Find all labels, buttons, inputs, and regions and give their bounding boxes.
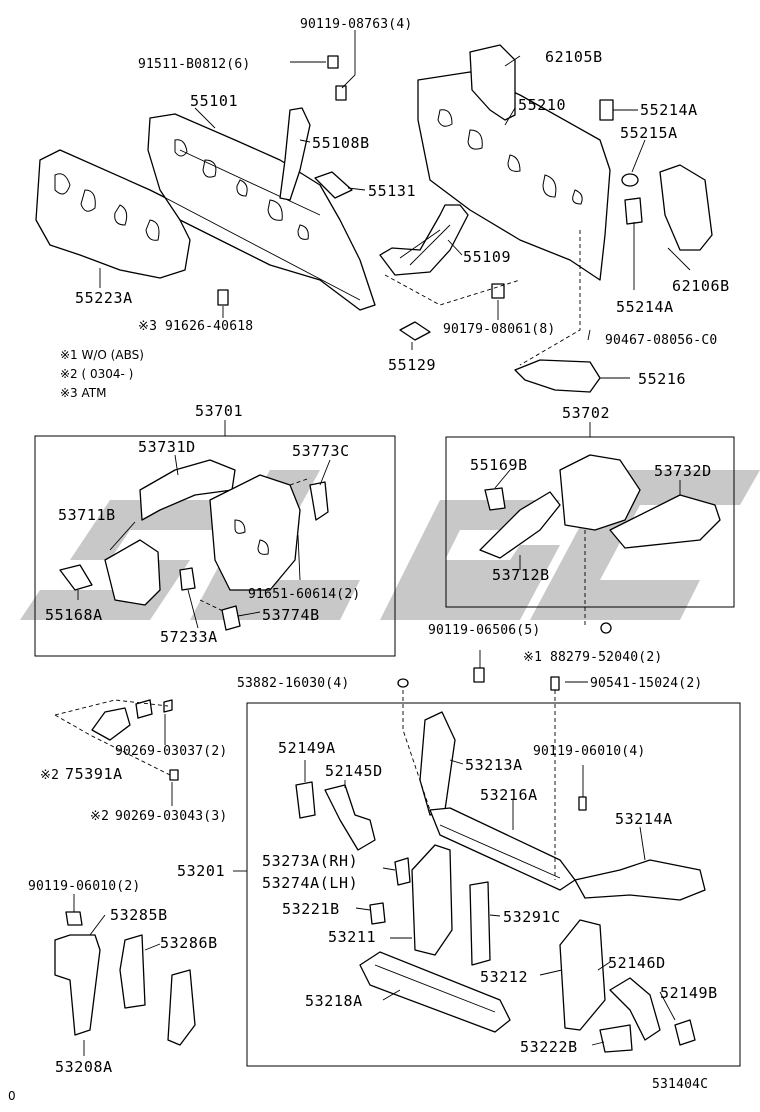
- label-53214a: 53214A: [615, 810, 673, 828]
- lower-parts: [54, 622, 612, 806]
- note-3: ※3 ATM: [60, 386, 106, 400]
- label-53201: 53201: [177, 862, 225, 880]
- label-52146d: 52146D: [608, 954, 666, 972]
- marker-2b: ※2: [90, 809, 109, 824]
- marker-2a: ※2: [40, 768, 59, 783]
- label-90467-08056-c0: 90467-08056-C0: [605, 333, 717, 348]
- label-55216: 55216: [638, 370, 686, 388]
- label-53711b: 53711B: [58, 506, 116, 524]
- label-55109: 55109: [463, 248, 511, 266]
- label-90119-06010-r: 90119-06010(4): [533, 744, 645, 759]
- label-62105b: 62105B: [545, 48, 603, 66]
- label-53208a: 53208A: [55, 1058, 113, 1076]
- label-53882-16030: 53882-16030(4): [237, 676, 349, 691]
- label-53213a: 53213A: [465, 756, 523, 774]
- label-90541-15024: 90541-15024(2): [590, 676, 702, 691]
- label-52149b: 52149B: [660, 984, 718, 1002]
- label-88279-52040: 88279-52040(2): [550, 650, 662, 665]
- label-55101: 55101: [190, 92, 238, 110]
- label-55129: 55129: [388, 356, 436, 374]
- group-box-53201: [246, 702, 741, 1067]
- label-55214a-bot: 55214A: [616, 298, 674, 316]
- label-90119-06010-l: 90119-06010(2): [28, 879, 140, 894]
- part-labels: 90119-08763(4) 91511-B0812(6) 62105B 551…: [8, 17, 730, 1103]
- box-53701-parts: [59, 454, 331, 631]
- label-53218a: 53218A: [305, 992, 363, 1010]
- label-53701: 53701: [195, 402, 243, 420]
- label-53216a: 53216A: [480, 786, 538, 804]
- label-53291c: 53291C: [503, 908, 561, 926]
- label-55108b: 55108B: [312, 134, 370, 152]
- box-53201-parts: [295, 690, 706, 1053]
- marker-3: ※3: [138, 319, 157, 334]
- label-53702: 53702: [562, 404, 610, 422]
- label-55223a: 55223A: [75, 289, 133, 307]
- label-90179-08061: 90179-08061(8): [443, 322, 555, 337]
- label-55168a: 55168A: [45, 606, 103, 624]
- label-91511-b0812: 91511-B0812(6): [138, 57, 250, 72]
- box-53702-parts: [479, 454, 721, 625]
- marker-1: ※1: [523, 650, 542, 665]
- label-55169b: 55169B: [470, 456, 528, 474]
- note-1: ※1 W/O (ABS): [60, 348, 144, 362]
- top-parts: [35, 30, 713, 393]
- label-90119-06506: 90119-06506(5): [428, 623, 540, 638]
- label-53774b: 53774B: [262, 606, 320, 624]
- label-90119-08763: 90119-08763(4): [300, 17, 412, 32]
- note-2: ※2 ( 0304- ): [60, 367, 133, 381]
- label-53286b: 53286B: [160, 934, 218, 952]
- corner-left-text: 0: [8, 1089, 16, 1103]
- group-box-53701: [34, 435, 396, 657]
- label-55210: 55210: [518, 96, 566, 114]
- label-62106b: 62106B: [672, 277, 730, 295]
- label-53712b: 53712B: [492, 566, 550, 584]
- label-53285b: 53285B: [110, 906, 168, 924]
- label-75391a: 75391A: [65, 765, 123, 783]
- left-bottom-parts: [54, 894, 196, 1056]
- label-53731d: 53731D: [138, 438, 196, 456]
- label-55215a: 55215A: [620, 124, 678, 142]
- label-90269-03037: 90269-03037(2): [115, 744, 227, 759]
- label-53732d: 53732D: [654, 462, 712, 480]
- label-52145d: 52145D: [325, 762, 383, 780]
- label-53221b: 53221B: [282, 900, 340, 918]
- label-53222b: 53222B: [520, 1038, 578, 1056]
- label-53274a: 53274A(LH): [262, 874, 358, 892]
- label-52149a: 52149A: [278, 739, 336, 757]
- label-53211: 53211: [328, 928, 376, 946]
- label-55214a-top: 55214A: [640, 101, 698, 119]
- label-53212: 53212: [480, 968, 528, 986]
- label-53273a: 53273A(RH): [262, 852, 358, 870]
- diagram-code: 531404C: [652, 1077, 708, 1092]
- label-91651-60614: 91651-60614(2): [248, 587, 360, 602]
- label-91626-40618: 91626-40618: [165, 319, 253, 334]
- label-53773c: 53773C: [292, 442, 350, 460]
- label-90269-03043: 90269-03043(3): [115, 809, 227, 824]
- label-57233a: 57233A: [160, 628, 218, 646]
- label-55131: 55131: [368, 182, 416, 200]
